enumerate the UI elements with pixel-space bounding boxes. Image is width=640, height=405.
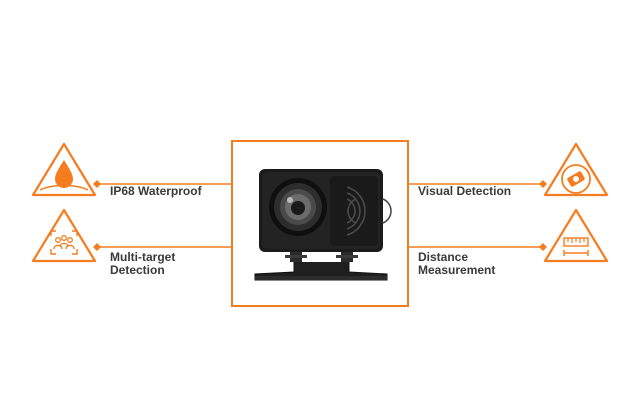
connector-distance [408,243,547,251]
label-multi-target: Multi-target Detection [110,251,175,277]
label-waterproof-line-1: IP68 Waterproof [110,184,202,198]
label-visual: Visual Detection [418,185,511,198]
connector-visual [408,180,547,188]
label-distance-line-2: Measurement [418,263,496,277]
ruler-measure-icon [543,208,609,263]
device-frame [231,140,409,307]
label-distance: Distance Measurement [418,251,495,277]
connector-waterproof [93,180,232,188]
label-multi-target-line-1: Multi-target [110,250,176,264]
label-visual-line-1: Visual Detection [418,184,512,198]
label-waterproof: IP68 Waterproof [110,185,202,198]
camera-eye-icon [543,142,609,197]
water-drop-icon [31,142,97,197]
radar-camera-image [254,169,392,281]
label-multi-target-line-2: Detection [110,263,165,277]
connector-multi-target [93,243,232,251]
label-distance-line-1: Distance [418,250,469,264]
people-group-icon [31,208,97,263]
